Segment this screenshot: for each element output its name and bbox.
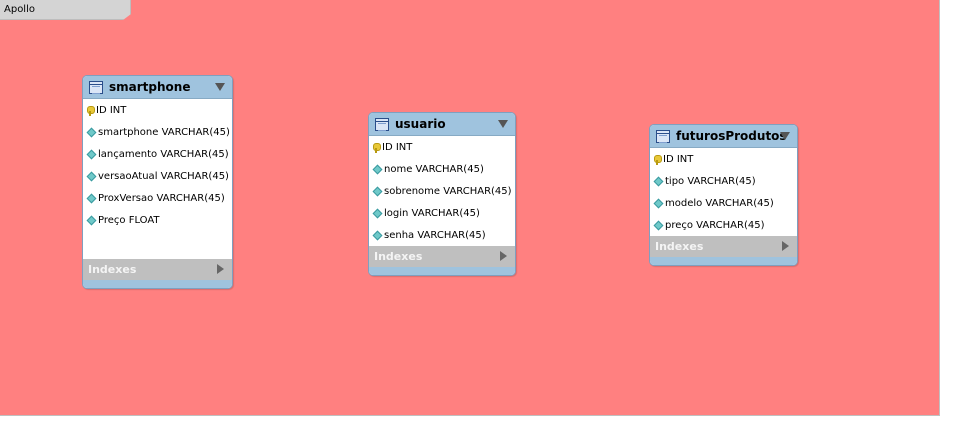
table-title: usuario xyxy=(395,117,446,131)
indexes-section[interactable]: Indexes xyxy=(369,246,515,267)
column-row[interactable]: modelo VARCHAR(45) xyxy=(650,192,797,214)
primary-key-icon xyxy=(87,105,95,116)
table-icon xyxy=(375,117,389,131)
column-label: ID INT xyxy=(382,142,413,153)
layer-tab[interactable]: Apollo xyxy=(0,0,131,20)
indexes-label: Indexes xyxy=(88,263,137,276)
expand-arrow-icon[interactable] xyxy=(500,251,507,261)
collapse-arrow-icon[interactable] xyxy=(498,120,508,128)
primary-key-icon xyxy=(373,142,381,153)
indexes-section[interactable]: Indexes xyxy=(83,259,232,280)
column-label: sobrenome VARCHAR(45) xyxy=(384,185,512,197)
column-row[interactable]: ID INT xyxy=(83,100,232,121)
table-footer xyxy=(369,267,515,275)
column-row[interactable]: smartphone VARCHAR(45) xyxy=(83,121,232,143)
column-diamond-icon xyxy=(653,176,664,186)
column-row[interactable]: sobrenome VARCHAR(45) xyxy=(369,180,515,202)
indexes-label: Indexes xyxy=(655,240,704,253)
collapse-arrow-icon[interactable] xyxy=(215,83,225,91)
column-label: preço VARCHAR(45) xyxy=(665,219,765,231)
column-label: modelo VARCHAR(45) xyxy=(665,197,774,209)
column-diamond-icon xyxy=(372,230,383,240)
column-label: versaoAtual VARCHAR(45) xyxy=(98,170,229,182)
expand-arrow-icon[interactable] xyxy=(782,241,789,251)
table-header[interactable]: usuario xyxy=(369,113,515,136)
column-diamond-icon xyxy=(86,127,97,137)
expand-arrow-icon[interactable] xyxy=(217,264,224,274)
column-row[interactable]: senha VARCHAR(45) xyxy=(369,224,515,246)
indexes-section[interactable]: Indexes xyxy=(650,236,797,257)
table-footer xyxy=(650,257,797,265)
column-row[interactable]: tipo VARCHAR(45) xyxy=(650,170,797,192)
column-label: login VARCHAR(45) xyxy=(384,207,480,219)
column-diamond-icon xyxy=(653,220,664,230)
column-label: senha VARCHAR(45) xyxy=(384,229,486,241)
column-label: ID INT xyxy=(663,154,694,165)
table-icon xyxy=(656,129,670,143)
column-label: ID INT xyxy=(96,105,127,116)
column-row[interactable]: versaoAtual VARCHAR(45) xyxy=(83,165,232,187)
column-diamond-icon xyxy=(372,186,383,196)
column-label: tipo VARCHAR(45) xyxy=(665,175,756,187)
column-row[interactable]: ID INT xyxy=(369,137,515,158)
column-row[interactable]: lançamento VARCHAR(45) xyxy=(83,143,232,165)
table-header[interactable]: futurosProdutos xyxy=(650,125,797,148)
table-icon xyxy=(89,80,103,94)
column-label: Preço FLOAT xyxy=(98,214,160,226)
column-row[interactable]: login VARCHAR(45) xyxy=(369,202,515,224)
column-label: ProxVersao VARCHAR(45) xyxy=(98,192,225,204)
column-diamond-icon xyxy=(86,215,97,225)
column-row[interactable]: Preço FLOAT xyxy=(83,209,232,231)
table-title: futurosProdutos xyxy=(676,129,787,143)
column-row[interactable]: preço VARCHAR(45) xyxy=(650,214,797,236)
primary-key-icon xyxy=(654,154,662,165)
table-header[interactable]: smartphone xyxy=(83,76,232,99)
column-row[interactable]: ID INT xyxy=(650,149,797,170)
column-diamond-icon xyxy=(86,171,97,181)
column-diamond-icon xyxy=(372,208,383,218)
table-usuario[interactable]: usuario ID INT nome VARCHAR(45) sobrenom… xyxy=(368,112,516,276)
column-label: nome VARCHAR(45) xyxy=(384,163,484,175)
column-diamond-icon xyxy=(372,164,383,174)
indexes-label: Indexes xyxy=(374,250,423,263)
column-diamond-icon xyxy=(86,193,97,203)
table-title: smartphone xyxy=(109,80,191,94)
table-smartphone[interactable]: smartphone ID INT smartphone VARCHAR(45)… xyxy=(82,75,233,289)
collapse-arrow-icon[interactable] xyxy=(780,132,790,140)
column-row[interactable]: nome VARCHAR(45) xyxy=(369,158,515,180)
table-futurosprodutos[interactable]: futurosProdutos ID INT tipo VARCHAR(45) … xyxy=(649,124,798,266)
table-footer xyxy=(83,280,232,288)
column-label: lançamento VARCHAR(45) xyxy=(98,148,229,160)
column-row[interactable]: ProxVersao VARCHAR(45) xyxy=(83,187,232,209)
column-diamond-icon xyxy=(653,198,664,208)
column-label: smartphone VARCHAR(45) xyxy=(98,126,230,138)
column-diamond-icon xyxy=(86,149,97,159)
